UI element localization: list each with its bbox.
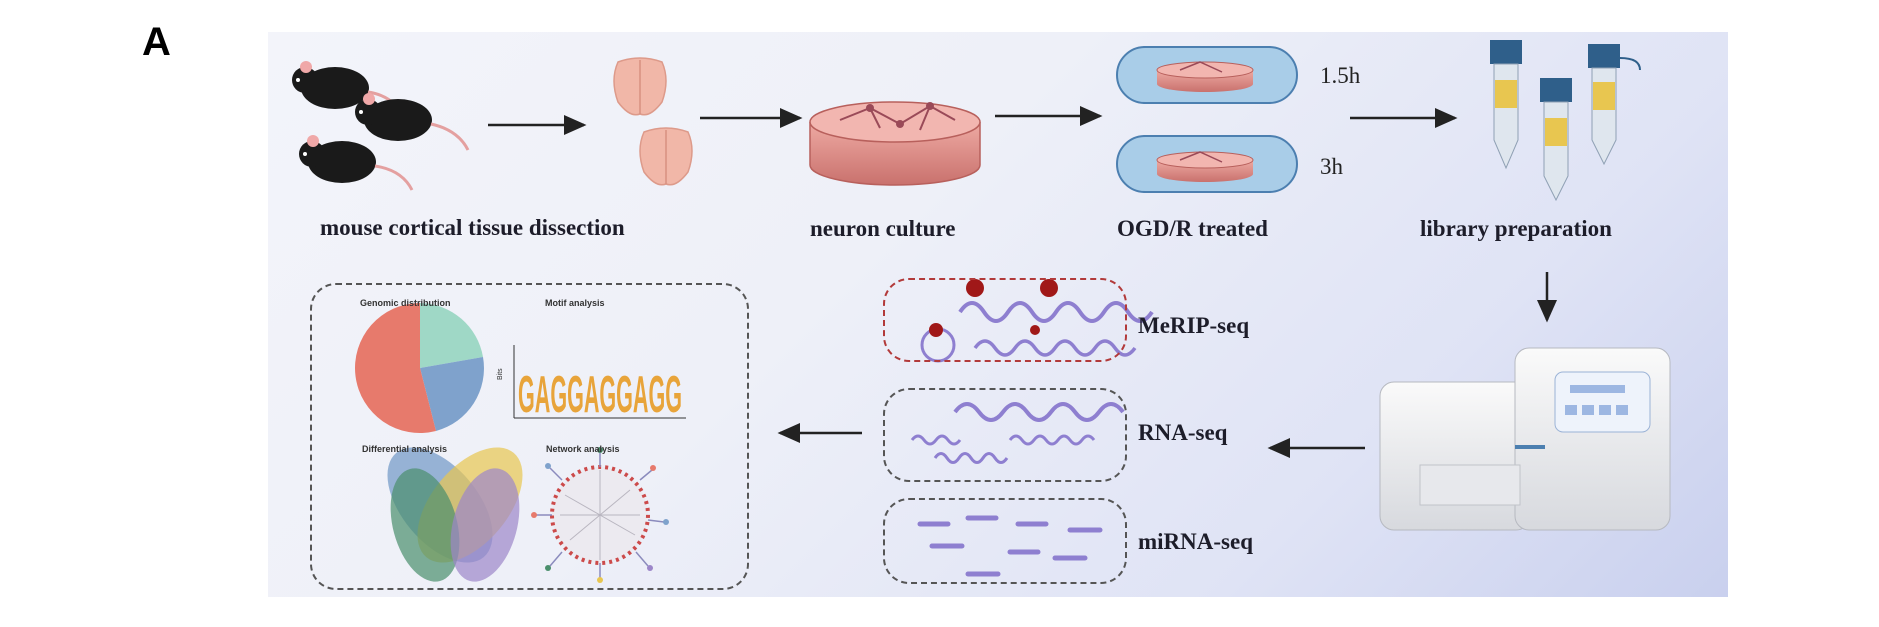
brain-icon-1 xyxy=(613,57,667,116)
label-dissection: mouse cortical tissue dissection xyxy=(320,215,625,240)
ogd-capsule-1 xyxy=(1116,46,1298,104)
mirna-fragments xyxy=(917,515,1103,577)
network-graph xyxy=(531,447,669,583)
rna-waves xyxy=(910,402,1125,464)
merip-box xyxy=(883,278,1127,362)
culture-dish-icon xyxy=(809,101,981,186)
ogd-capsule-2 xyxy=(1116,135,1298,193)
mouse-icon-3 xyxy=(299,135,414,191)
label-library-preparation: library preparation xyxy=(1420,216,1612,241)
motif-logo: Bits GAGGAGGAGG xyxy=(497,345,686,424)
label-merip-seq: MeRIP-seq xyxy=(1138,313,1250,338)
panel-letter: A xyxy=(142,20,171,64)
tube-icon-3 xyxy=(1588,44,1641,166)
label-rna-seq: RNA-seq xyxy=(1138,420,1228,445)
motif-axis-label: Bits xyxy=(497,368,504,380)
brain-icon-2 xyxy=(639,127,693,186)
genomic-pie xyxy=(354,303,484,433)
tube-icon-1 xyxy=(1490,40,1522,170)
rna-seq-box xyxy=(883,388,1127,482)
title-network-analysis: Network analysis xyxy=(546,444,620,454)
label-neuron-culture: neuron culture xyxy=(810,216,956,241)
time-label-1: 1.5h xyxy=(1320,63,1361,88)
title-differential-analysis: Differential analysis xyxy=(362,444,448,454)
sequencer-icon xyxy=(1379,347,1671,531)
label-mirna-seq: miRNA-seq xyxy=(1138,529,1253,554)
title-genomic-distribution: Genomic distribution xyxy=(360,298,451,308)
label-ogd-treated: OGD/R treated xyxy=(1117,216,1268,241)
motif-sequence: GAGGAGGAGG xyxy=(518,366,682,424)
analysis-box xyxy=(310,283,749,590)
title-motif-analysis: Motif analysis xyxy=(545,298,605,308)
tube-icon-2 xyxy=(1540,78,1572,202)
time-label-2: 3h xyxy=(1320,154,1343,179)
venn-diagram xyxy=(387,447,523,582)
mouse-icon-2 xyxy=(355,93,470,151)
mirna-seq-box xyxy=(883,498,1127,584)
